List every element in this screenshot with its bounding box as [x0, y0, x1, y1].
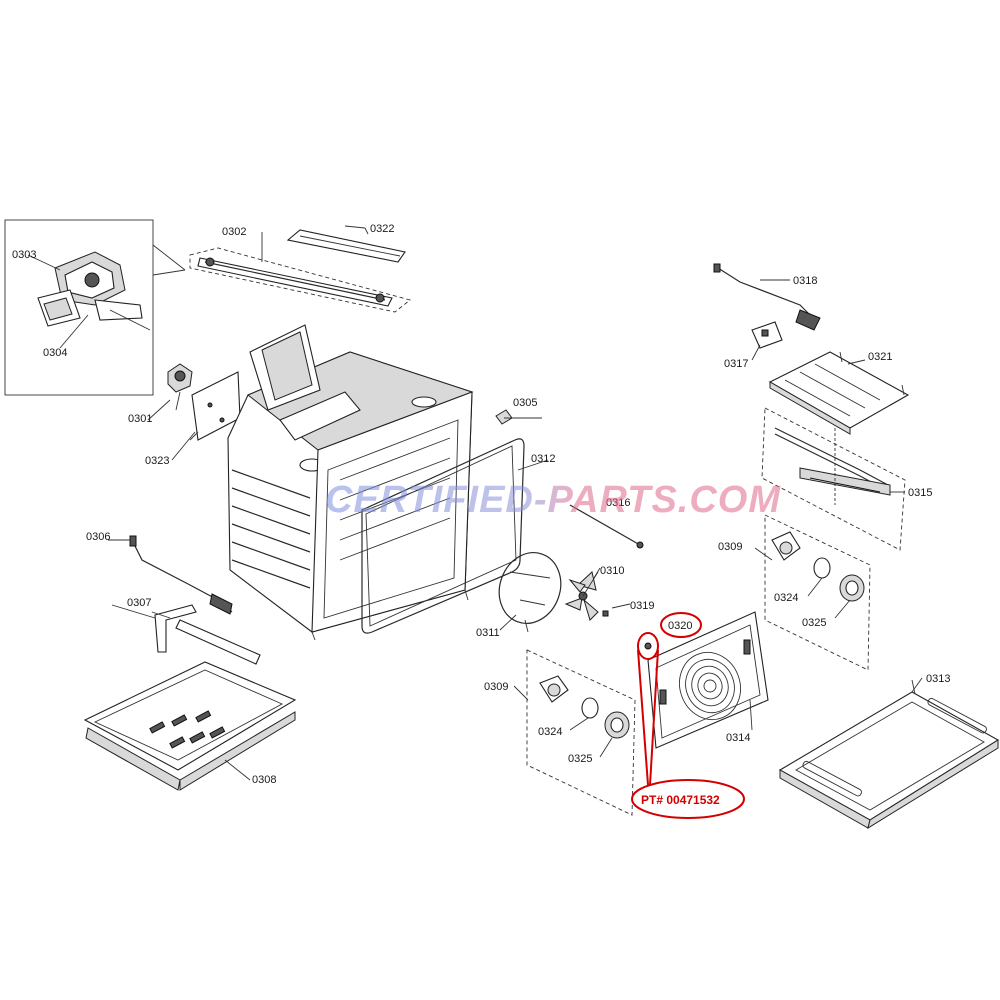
part-0307-bracket — [151, 604, 261, 665]
callout-0317: 0317 — [724, 358, 748, 370]
callout-0319: 0319 — [630, 600, 654, 612]
part-0311-fan-ring — [498, 552, 562, 633]
part-0317-plate — [751, 321, 783, 349]
fan-cover-grille — [679, 651, 741, 721]
light-assembly-lower — [526, 649, 636, 816]
callout-0309-right: 0309 — [718, 541, 742, 553]
callout-0302: 0302 — [222, 226, 246, 238]
part-0301-sensor — [167, 363, 193, 411]
callout-0322: 0322 — [370, 223, 394, 235]
part-0313-rack-tray — [778, 679, 1000, 830]
callout-0310: 0310 — [600, 565, 624, 577]
callout-0307: 0307 — [127, 597, 151, 609]
part-0302-top-trim — [189, 232, 411, 313]
callout-0314: 0314 — [726, 732, 750, 744]
part-0305-clip — [495, 409, 542, 425]
callout-0316: 0316 — [606, 497, 630, 509]
callout-0324-left: 0324 — [538, 726, 562, 738]
callout-0318: 0318 — [793, 275, 817, 287]
callout-0315: 0315 — [908, 487, 932, 499]
part-0312-door-gasket — [361, 438, 525, 634]
part-0303-0304-hinge-assembly — [4, 219, 186, 396]
callout-0312: 0312 — [531, 453, 555, 465]
callout-0321: 0321 — [868, 351, 892, 363]
watermark: CERTIFIED-PARTS.COM — [325, 479, 781, 521]
part-0318-sensor-wire — [713, 263, 821, 331]
part-0320-screw — [644, 642, 652, 650]
callout-0304: 0304 — [43, 347, 67, 359]
light-assembly-upper — [764, 514, 871, 671]
callout-0305: 0305 — [513, 397, 537, 409]
part-0323-plate — [189, 371, 241, 441]
callout-0303: 0303 — [12, 249, 36, 261]
part-0319-nut — [602, 603, 631, 617]
part-0310-fan-blade — [564, 571, 599, 621]
callout-0313: 0313 — [926, 673, 950, 685]
callout-0306: 0306 — [86, 531, 110, 543]
part-0322-trim-strip — [286, 225, 406, 263]
callout-0323: 0323 — [145, 455, 169, 467]
callout-0325-left: 0325 — [568, 753, 592, 765]
callout-0308: 0308 — [252, 774, 276, 786]
part-0315-bake-element — [761, 407, 906, 551]
broil-pan-slots — [149, 710, 226, 749]
callout-0301: 0301 — [128, 413, 152, 425]
part-0314-rear-panel — [647, 611, 769, 749]
part-0306-wire — [129, 535, 233, 615]
part-0321-heat-shield — [768, 351, 910, 435]
part-0308-broil-pan — [83, 661, 297, 791]
callout-0309-left: 0309 — [484, 681, 508, 693]
part-0316-rod — [569, 504, 644, 549]
callout-0325-right: 0325 — [802, 617, 826, 629]
highlight-annotation — [631, 612, 745, 819]
oven-cavity — [227, 324, 474, 641]
leader-lines — [108, 227, 923, 758]
callout-0324-right: 0324 — [774, 592, 798, 604]
part-number-label: PT# 00471532 — [641, 793, 720, 807]
callout-0320: 0320 — [668, 620, 692, 632]
rack-rails — [231, 437, 451, 589]
callout-labels: 0302 0322 0303 0304 0301 0323 0305 0312 … — [12, 223, 950, 807]
callout-0311: 0311 — [476, 627, 500, 639]
